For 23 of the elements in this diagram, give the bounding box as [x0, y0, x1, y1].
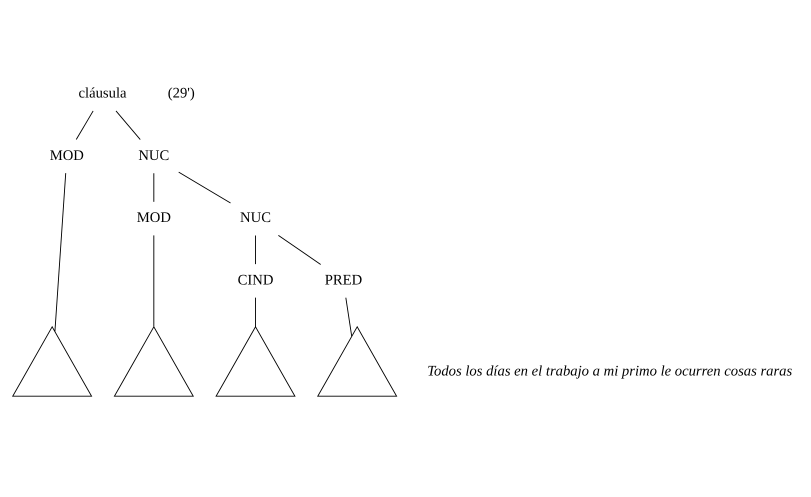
connector: [153, 234, 154, 327]
connector: [345, 297, 352, 336]
label: (29'): [168, 86, 195, 102]
label: Todos los días en el trabajo a mi primo le ocurren cosas raras: [427, 364, 792, 380]
node-triangle: [215, 326, 296, 397]
node-text: PRED: [324, 272, 362, 288]
node-triangle: [317, 326, 398, 397]
connector: [153, 172, 154, 202]
connector: [178, 172, 231, 204]
node-text: MOD: [136, 210, 171, 226]
connector: [54, 172, 66, 332]
connector: [278, 234, 322, 265]
node-text: cláusula: [78, 86, 127, 102]
connector: [255, 297, 256, 328]
connector: [116, 110, 141, 140]
node-text: MOD: [50, 148, 84, 164]
node-text: NUC: [138, 148, 170, 164]
node-text: NUC: [240, 210, 271, 226]
connector: [255, 235, 256, 265]
connector: [76, 110, 94, 140]
node-text: CIND: [238, 272, 274, 288]
node-triangle: [12, 326, 92, 397]
node-triangle: [114, 326, 194, 397]
